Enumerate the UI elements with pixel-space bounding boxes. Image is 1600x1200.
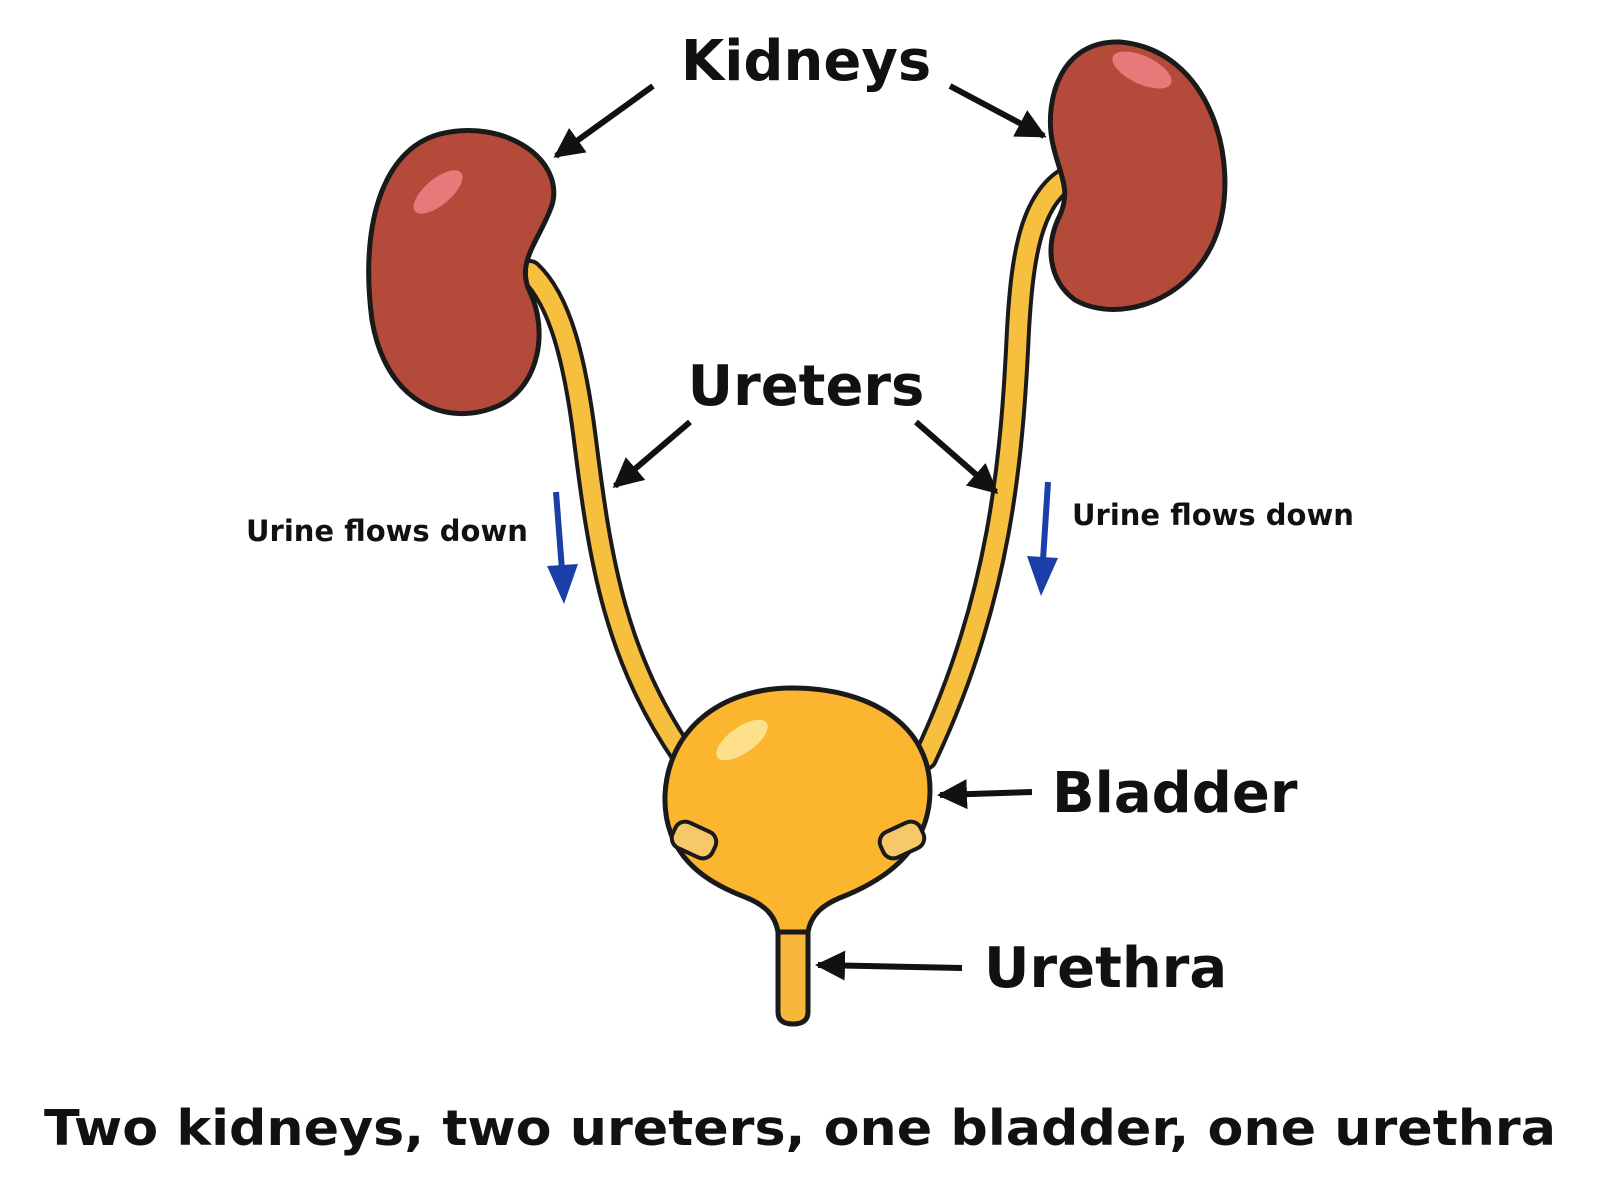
kidneys-label: Kidneys (681, 29, 931, 94)
flow-label-right: Urine flows down (1072, 498, 1354, 532)
ureters-arrow-right (914, 419, 999, 495)
kidney-right (1047, 39, 1228, 312)
diagram-caption: Two kidneys, two ureters, one bladder, o… (44, 1100, 1556, 1157)
bladder-arrow (937, 779, 1033, 810)
urethra-label: Urethra (984, 936, 1227, 1001)
bladder-organ (662, 685, 933, 935)
ureters-arrow-left (612, 419, 692, 489)
kidney-left (366, 128, 557, 416)
ureter-left (517, 259, 703, 778)
flow-arrow-left (547, 491, 578, 604)
flow-label-left: Urine flows down (246, 514, 528, 548)
bladder-label: Bladder (1052, 761, 1298, 826)
pointer-arrows (553, 83, 1047, 981)
kidneys-arrow-left (553, 83, 655, 159)
flow-arrow-right (1027, 481, 1058, 596)
ureters-label: Ureters (688, 354, 925, 419)
ureter-right (912, 165, 1081, 771)
urethra-arrow (815, 950, 963, 981)
kidneys-arrow-right (948, 83, 1047, 139)
